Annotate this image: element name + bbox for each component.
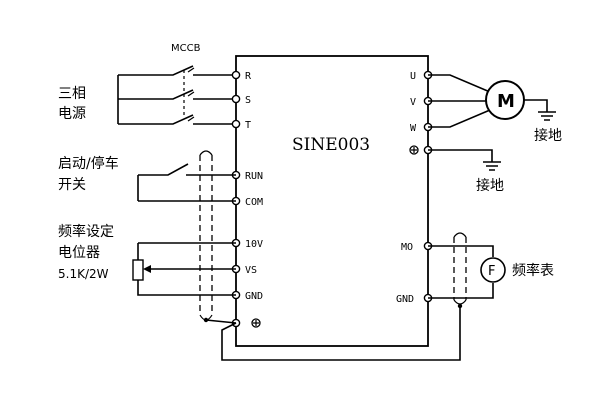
pot-line2: 电位器 (58, 245, 100, 261)
terminal-r (231, 70, 241, 80)
pot-line1: 频率设定 (58, 223, 114, 240)
terminal-s (231, 94, 241, 104)
terminal-label-gnd-left: GND (245, 291, 263, 302)
ground-symbol-icon (428, 149, 501, 171)
terminal-label-s: S (245, 95, 251, 106)
right-terminal-pins (423, 70, 433, 303)
shielded-cable-left (199, 150, 237, 324)
terminal-label-10v: 10V (245, 239, 263, 250)
inverter-box (235, 55, 429, 347)
terminal-label-w: W (410, 123, 417, 134)
shielded-cable-right (453, 232, 467, 309)
terminal-label-run: RUN (245, 171, 263, 182)
terminal-label-t: T (245, 120, 251, 131)
inverter-model: SINE003 (292, 135, 370, 155)
meter-wiring (428, 245, 494, 299)
frequency-meter-icon: F (480, 257, 506, 283)
ground-symbol-icon (524, 99, 556, 121)
start-stop-line2: 开关 (58, 177, 86, 193)
power-source-line1: 三相 (58, 86, 86, 102)
power-source-line2: 电源 (58, 106, 86, 122)
terminal-label-mo: MO (401, 242, 413, 253)
potentiometer-icon (132, 242, 236, 296)
power-input-wiring (117, 65, 236, 125)
switch-icon (137, 163, 236, 202)
ground-terminal-icon (409, 145, 419, 155)
motor-wiring (428, 74, 491, 128)
terminal-label-gnd-right: GND (396, 294, 414, 305)
terminal-label-v: V (410, 97, 416, 108)
ground-terminal-icon (251, 318, 261, 328)
start-stop-line1: 启动/停车 (58, 155, 119, 172)
terminal-label-u: U (410, 71, 416, 82)
terminal-label-com: COM (245, 197, 263, 208)
terminal-label-vs: VS (245, 265, 257, 276)
motor-symbol: M (497, 91, 515, 112)
inverter-ground-label: 接地 (476, 177, 504, 194)
pot-line3: 5.1K/2W (58, 267, 109, 281)
breaker-label: MCCB (171, 43, 201, 54)
terminal-label-r: R (245, 71, 252, 82)
motor-icon: M (485, 80, 525, 120)
terminal-t (231, 119, 241, 129)
bottom-return-wire (221, 306, 461, 361)
meter-symbol: F (488, 264, 495, 279)
motor-ground-label: 接地 (534, 127, 562, 144)
meter-label: 频率表 (512, 262, 554, 279)
